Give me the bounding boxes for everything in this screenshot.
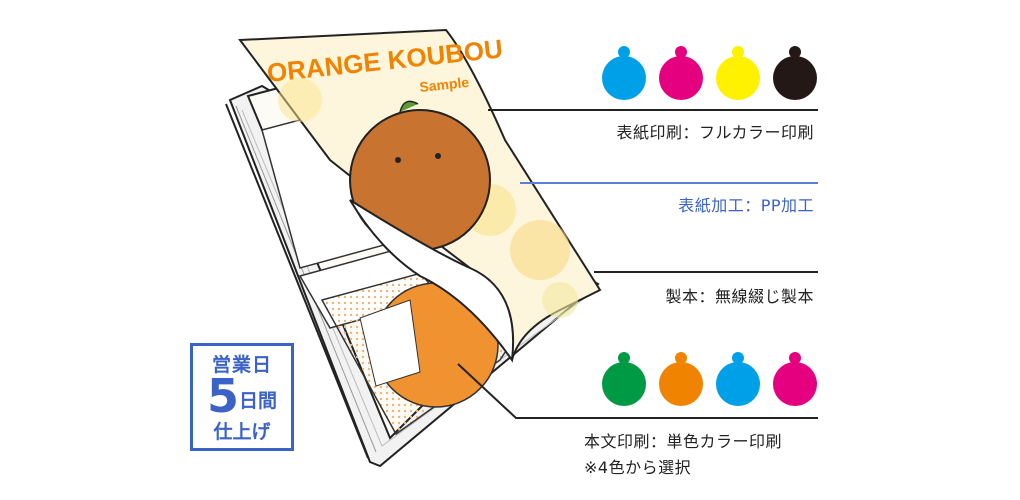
body-ink-drop-2 [659,352,703,406]
cover-ink-drop-3 [716,46,760,100]
badge-days-unit: 日間 [239,390,278,412]
badge-number: 5 [206,369,239,423]
body-print-label: 本文印刷：単色カラー印刷 [584,432,783,451]
turnaround-badge: 営業日 5 日間 仕上げ [190,343,294,451]
cover-subtitle: Sample [419,74,470,95]
body-ink-drops [602,352,817,406]
cover-print-rule [488,109,818,111]
book-cover [238,28,602,361]
body-ink-drop-1 [602,352,646,406]
cover-finish-label: 表紙加工：PP加工 [678,196,814,215]
body-print-note: ※4色から選択 [584,458,692,477]
cover-ink-drop-4 [773,46,817,100]
badge-finish: 仕上げ [213,421,271,443]
binding-rule [594,271,818,273]
badge-business-days: 営業日 [211,354,272,376]
body-ink-drop-3 [716,352,760,406]
cover-finish-rule [520,182,818,184]
body-ink-drop-4 [773,352,817,406]
binding-label: 製本：無線綴じ製本 [665,287,814,306]
page-curl [349,199,514,363]
cover-ink-drops [602,46,817,100]
cover-print-label: 表紙印刷：フルカラー印刷 [616,123,814,142]
cover-ink-drop-1 [602,46,646,100]
cover-ink-drop-2 [659,46,703,100]
